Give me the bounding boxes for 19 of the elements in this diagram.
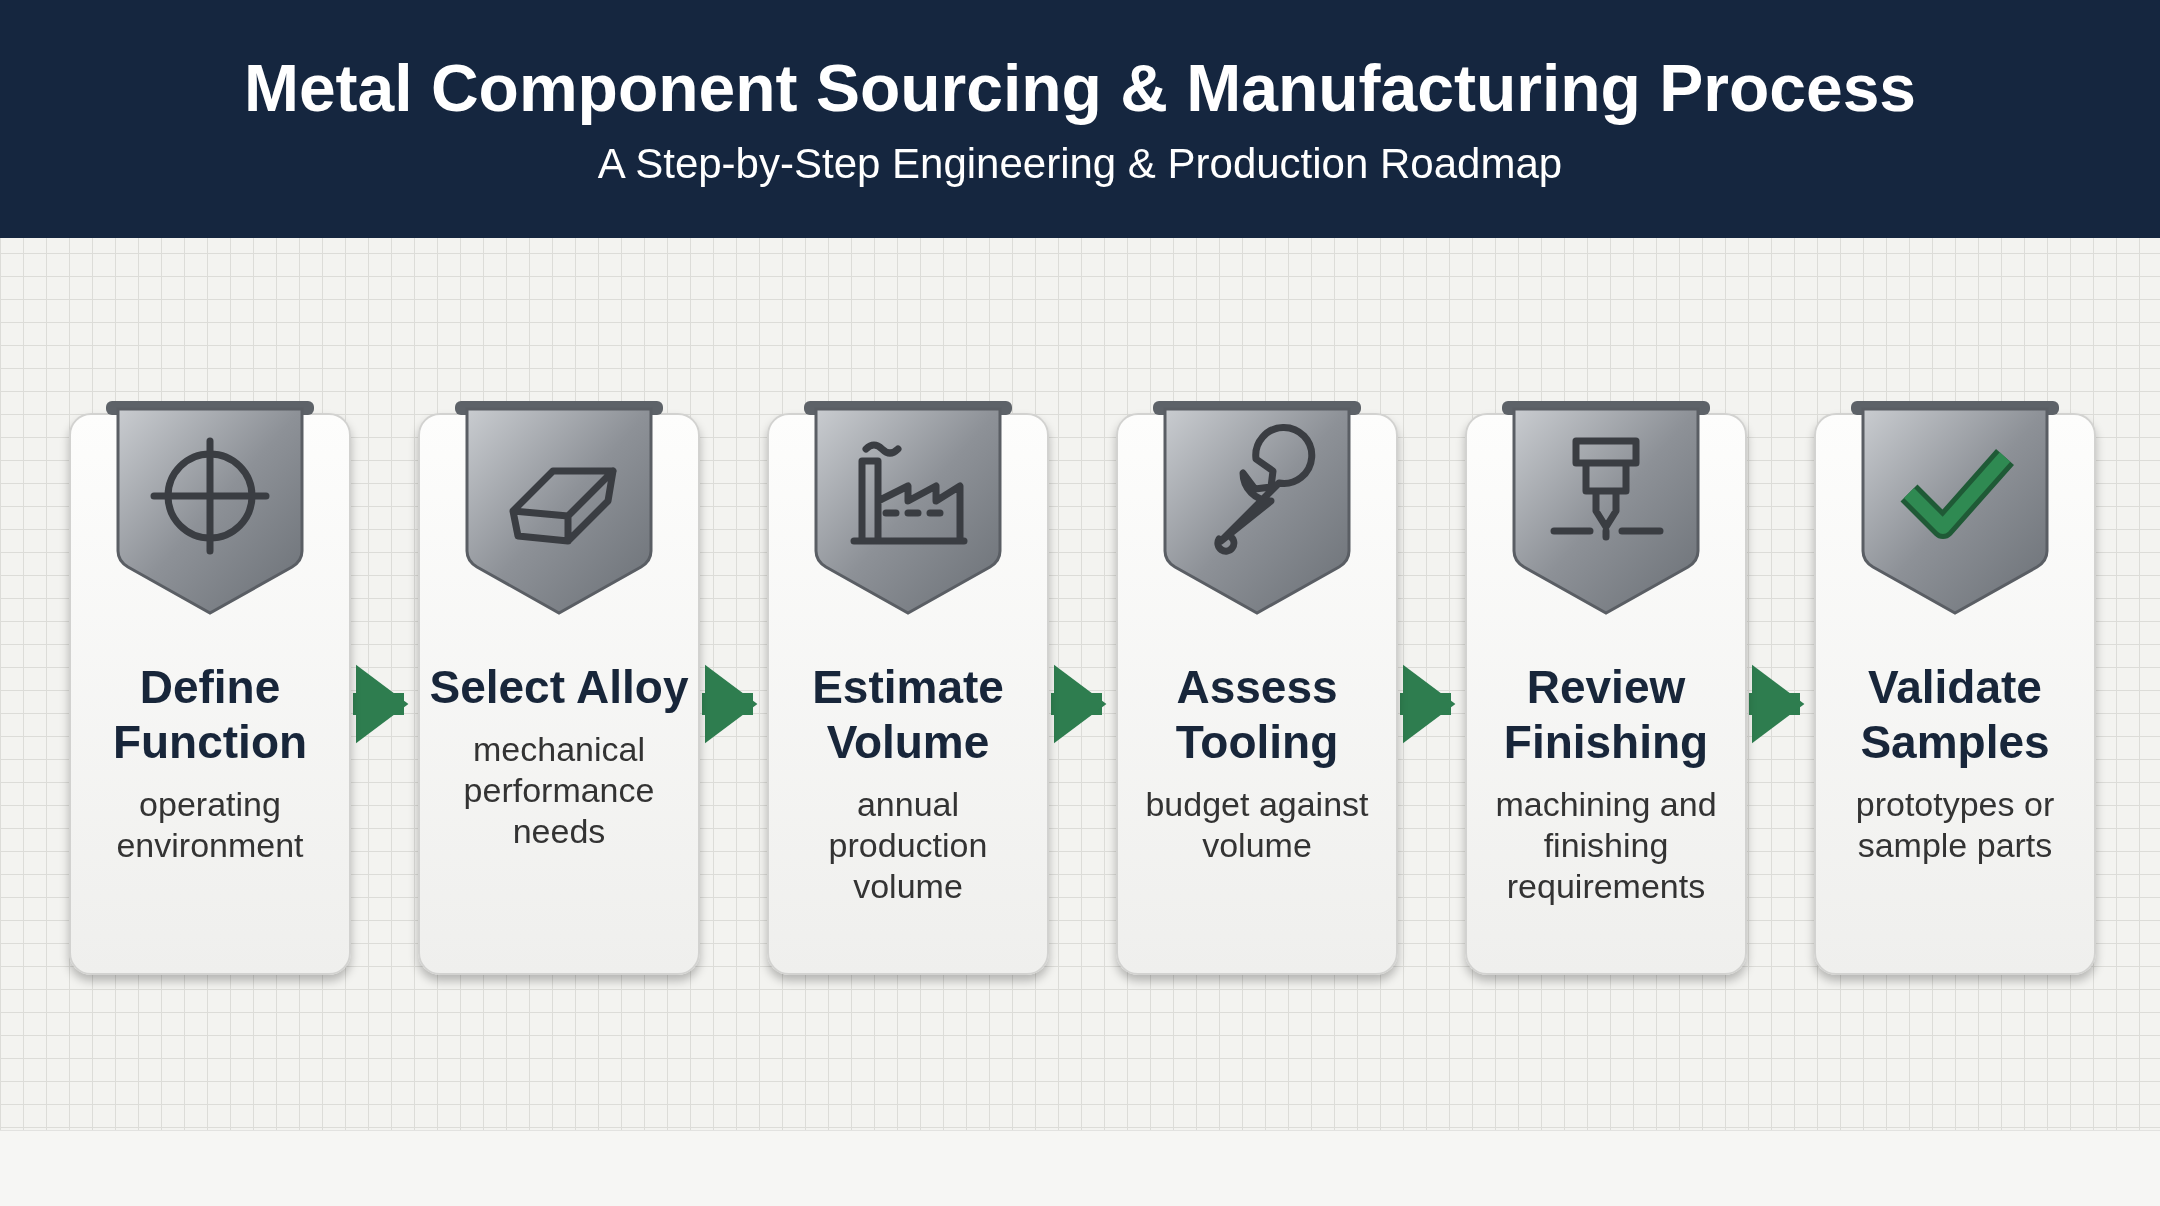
step-heading: Select Alloy xyxy=(428,660,690,715)
arrow xyxy=(1749,664,1805,744)
step-heading: Assess Tooling xyxy=(1174,660,1340,771)
step-heading: Review Finishing xyxy=(1502,660,1710,771)
arrow xyxy=(1051,664,1107,744)
arrow xyxy=(702,664,758,744)
step-description: prototypes or sample parts xyxy=(1854,784,2056,866)
step-heading: Define Function xyxy=(111,660,309,771)
arrow xyxy=(353,664,409,744)
step-description: mechanical performance needs xyxy=(462,729,656,852)
step-heading: Estimate Volume xyxy=(811,660,1005,771)
step-description: annual production volume xyxy=(827,784,989,907)
subtitle: A Step-by-Step Engineering & Production Roadmap xyxy=(597,140,1563,188)
step-description: operating environment xyxy=(115,784,305,866)
step-heading: Validate Samples xyxy=(1859,660,2051,771)
arrow xyxy=(1400,664,1456,744)
step-description: machining and finishing requirements xyxy=(1494,784,1718,907)
title: Metal Component Sourcing & Manufacturing Process xyxy=(243,50,1917,126)
step-description: budget against volume xyxy=(1144,784,1370,866)
